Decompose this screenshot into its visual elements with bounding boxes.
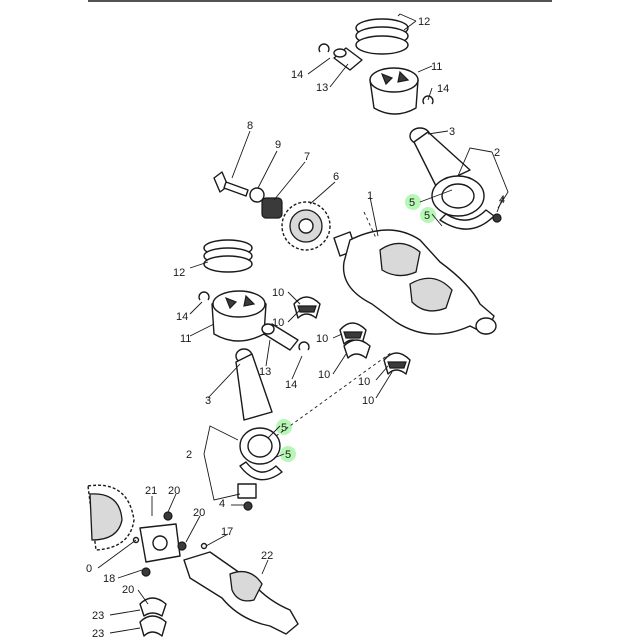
balancer-weight <box>139 523 181 563</box>
piston-lower <box>211 290 267 342</box>
callout-number: 14 <box>437 83 449 95</box>
callout-number: 20 <box>168 485 180 497</box>
bearing-shell <box>293 296 321 319</box>
piston-pin-upper <box>333 47 363 71</box>
callout-number: 21 <box>145 485 157 497</box>
bearing-shell <box>383 352 411 375</box>
callout-number: 2 <box>186 449 192 461</box>
callout-number: 13 <box>316 82 328 94</box>
callout-number: 2 <box>494 147 500 159</box>
needle-bearing <box>261 197 283 219</box>
piston-rings-lower <box>203 239 253 273</box>
callout-number: 5 <box>409 197 415 209</box>
callout-number: 10 <box>272 287 284 299</box>
callout-number: 10 <box>272 317 284 329</box>
callout-number: 11 <box>180 333 191 345</box>
connecting-rod-upper <box>409 127 502 230</box>
callout-number: 9 <box>275 139 281 151</box>
circlip-lower-right <box>298 341 310 351</box>
bearing-shell <box>139 597 167 617</box>
callout-number: 3 <box>449 126 455 138</box>
bearing-shell <box>139 615 167 637</box>
callout-number: 22 <box>261 550 273 562</box>
leader-lines <box>97 13 509 634</box>
callout-number: 23 <box>92 610 104 622</box>
callout-number: 14 <box>285 379 297 391</box>
highlight-marker <box>280 446 296 462</box>
piston-upper <box>369 67 419 115</box>
callout-number: 17 <box>221 526 233 538</box>
callout-number: 14 <box>176 311 188 323</box>
callout-number: 20 <box>122 584 134 596</box>
balancer-gear <box>87 484 135 551</box>
callout-number: 4 <box>499 194 505 206</box>
callout-number: 10 <box>318 369 330 381</box>
callout-number: 11 <box>431 61 442 73</box>
washer <box>249 187 265 203</box>
callout-number: 1 <box>367 190 373 202</box>
callout-number: 12 <box>418 16 430 28</box>
crankshaft <box>333 229 497 335</box>
callout-number: 6 <box>333 171 339 183</box>
circlip-upper-left <box>318 43 330 53</box>
callout-number: 8 <box>247 120 253 132</box>
callout-number: 18 <box>103 573 115 585</box>
bearing-shell <box>343 339 371 359</box>
callout-number: 5 <box>424 210 430 222</box>
callout-number: 10 <box>358 376 370 388</box>
highlight-marker <box>405 194 421 210</box>
highlight-marker <box>276 419 292 435</box>
connecting-rod-lower <box>235 348 283 511</box>
callout-number: 7 <box>304 151 310 163</box>
bolt <box>213 171 249 197</box>
callout-number: 13 <box>259 366 271 378</box>
callout-number: 5 <box>285 449 291 461</box>
callout-number: 10 <box>362 395 374 407</box>
callout-number: 23 <box>92 628 104 640</box>
piston-pin-lower <box>261 323 299 351</box>
drive-gear <box>281 201 331 251</box>
assembly-axis <box>363 211 377 239</box>
callout-number: 12 <box>173 267 185 279</box>
assembly-axis <box>275 351 393 437</box>
callout-number: 3 <box>205 395 211 407</box>
nut <box>177 541 187 551</box>
circlip-lower-left <box>198 291 210 301</box>
highlight-marker <box>420 207 436 223</box>
piston-rings-upper <box>355 18 409 55</box>
callout-number: 5 <box>281 422 287 434</box>
balancer-shaft <box>183 551 299 635</box>
callout-number: 10 <box>316 333 328 345</box>
callout-number: 20 <box>193 507 205 519</box>
nut <box>163 511 173 521</box>
dowel-pin <box>200 542 208 550</box>
nut <box>141 567 151 577</box>
callout-number: 14 <box>291 69 303 81</box>
callout-number: 4 <box>219 498 225 510</box>
callout-number: 0 <box>86 563 92 575</box>
